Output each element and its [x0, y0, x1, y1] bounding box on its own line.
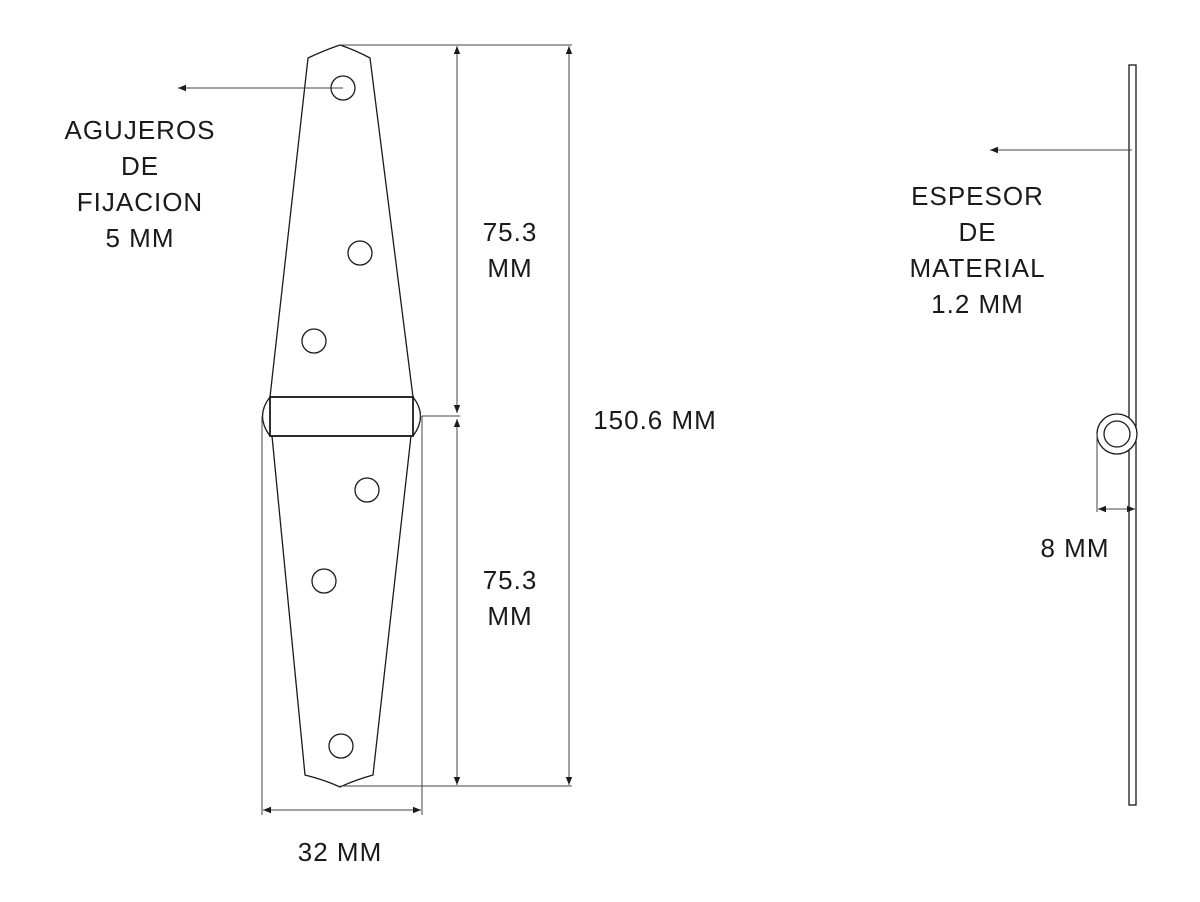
text: DE: [958, 217, 997, 247]
text: 75.3: [482, 565, 538, 595]
upper-leaf-label: 75.3 MM: [460, 214, 560, 286]
text: 1.2 MM: [931, 289, 1024, 319]
hole: [354, 477, 380, 503]
hole: [301, 328, 327, 354]
text: MM: [487, 253, 533, 283]
knuckle: [269, 396, 414, 437]
total-length-label: 150.6 MM: [593, 405, 717, 435]
thickness-label: ESPESOR DE MATERIAL 1.2 MM: [880, 178, 1075, 322]
text: ESPESOR: [911, 181, 1044, 211]
text: MM: [487, 601, 533, 631]
knuckle-label: 8 MM: [1040, 533, 1110, 563]
text: 5 MM: [105, 223, 175, 253]
text: 75.3: [482, 217, 538, 247]
text: FIJACION: [76, 187, 204, 217]
lower-leaf-label: 75.3 MM: [460, 562, 560, 634]
text: MATERIAL: [909, 253, 1046, 283]
holes-label: AGUJEROS DE FIJACION 5 MM: [40, 112, 240, 256]
hole: [311, 568, 337, 594]
lower-leaf: [271, 435, 412, 788]
hole: [347, 240, 373, 266]
upper-leaf: [269, 44, 414, 398]
hole: [328, 733, 354, 759]
text: AGUJEROS: [64, 115, 216, 145]
text: DE: [120, 151, 160, 181]
width-label: 32 MM: [297, 837, 383, 867]
